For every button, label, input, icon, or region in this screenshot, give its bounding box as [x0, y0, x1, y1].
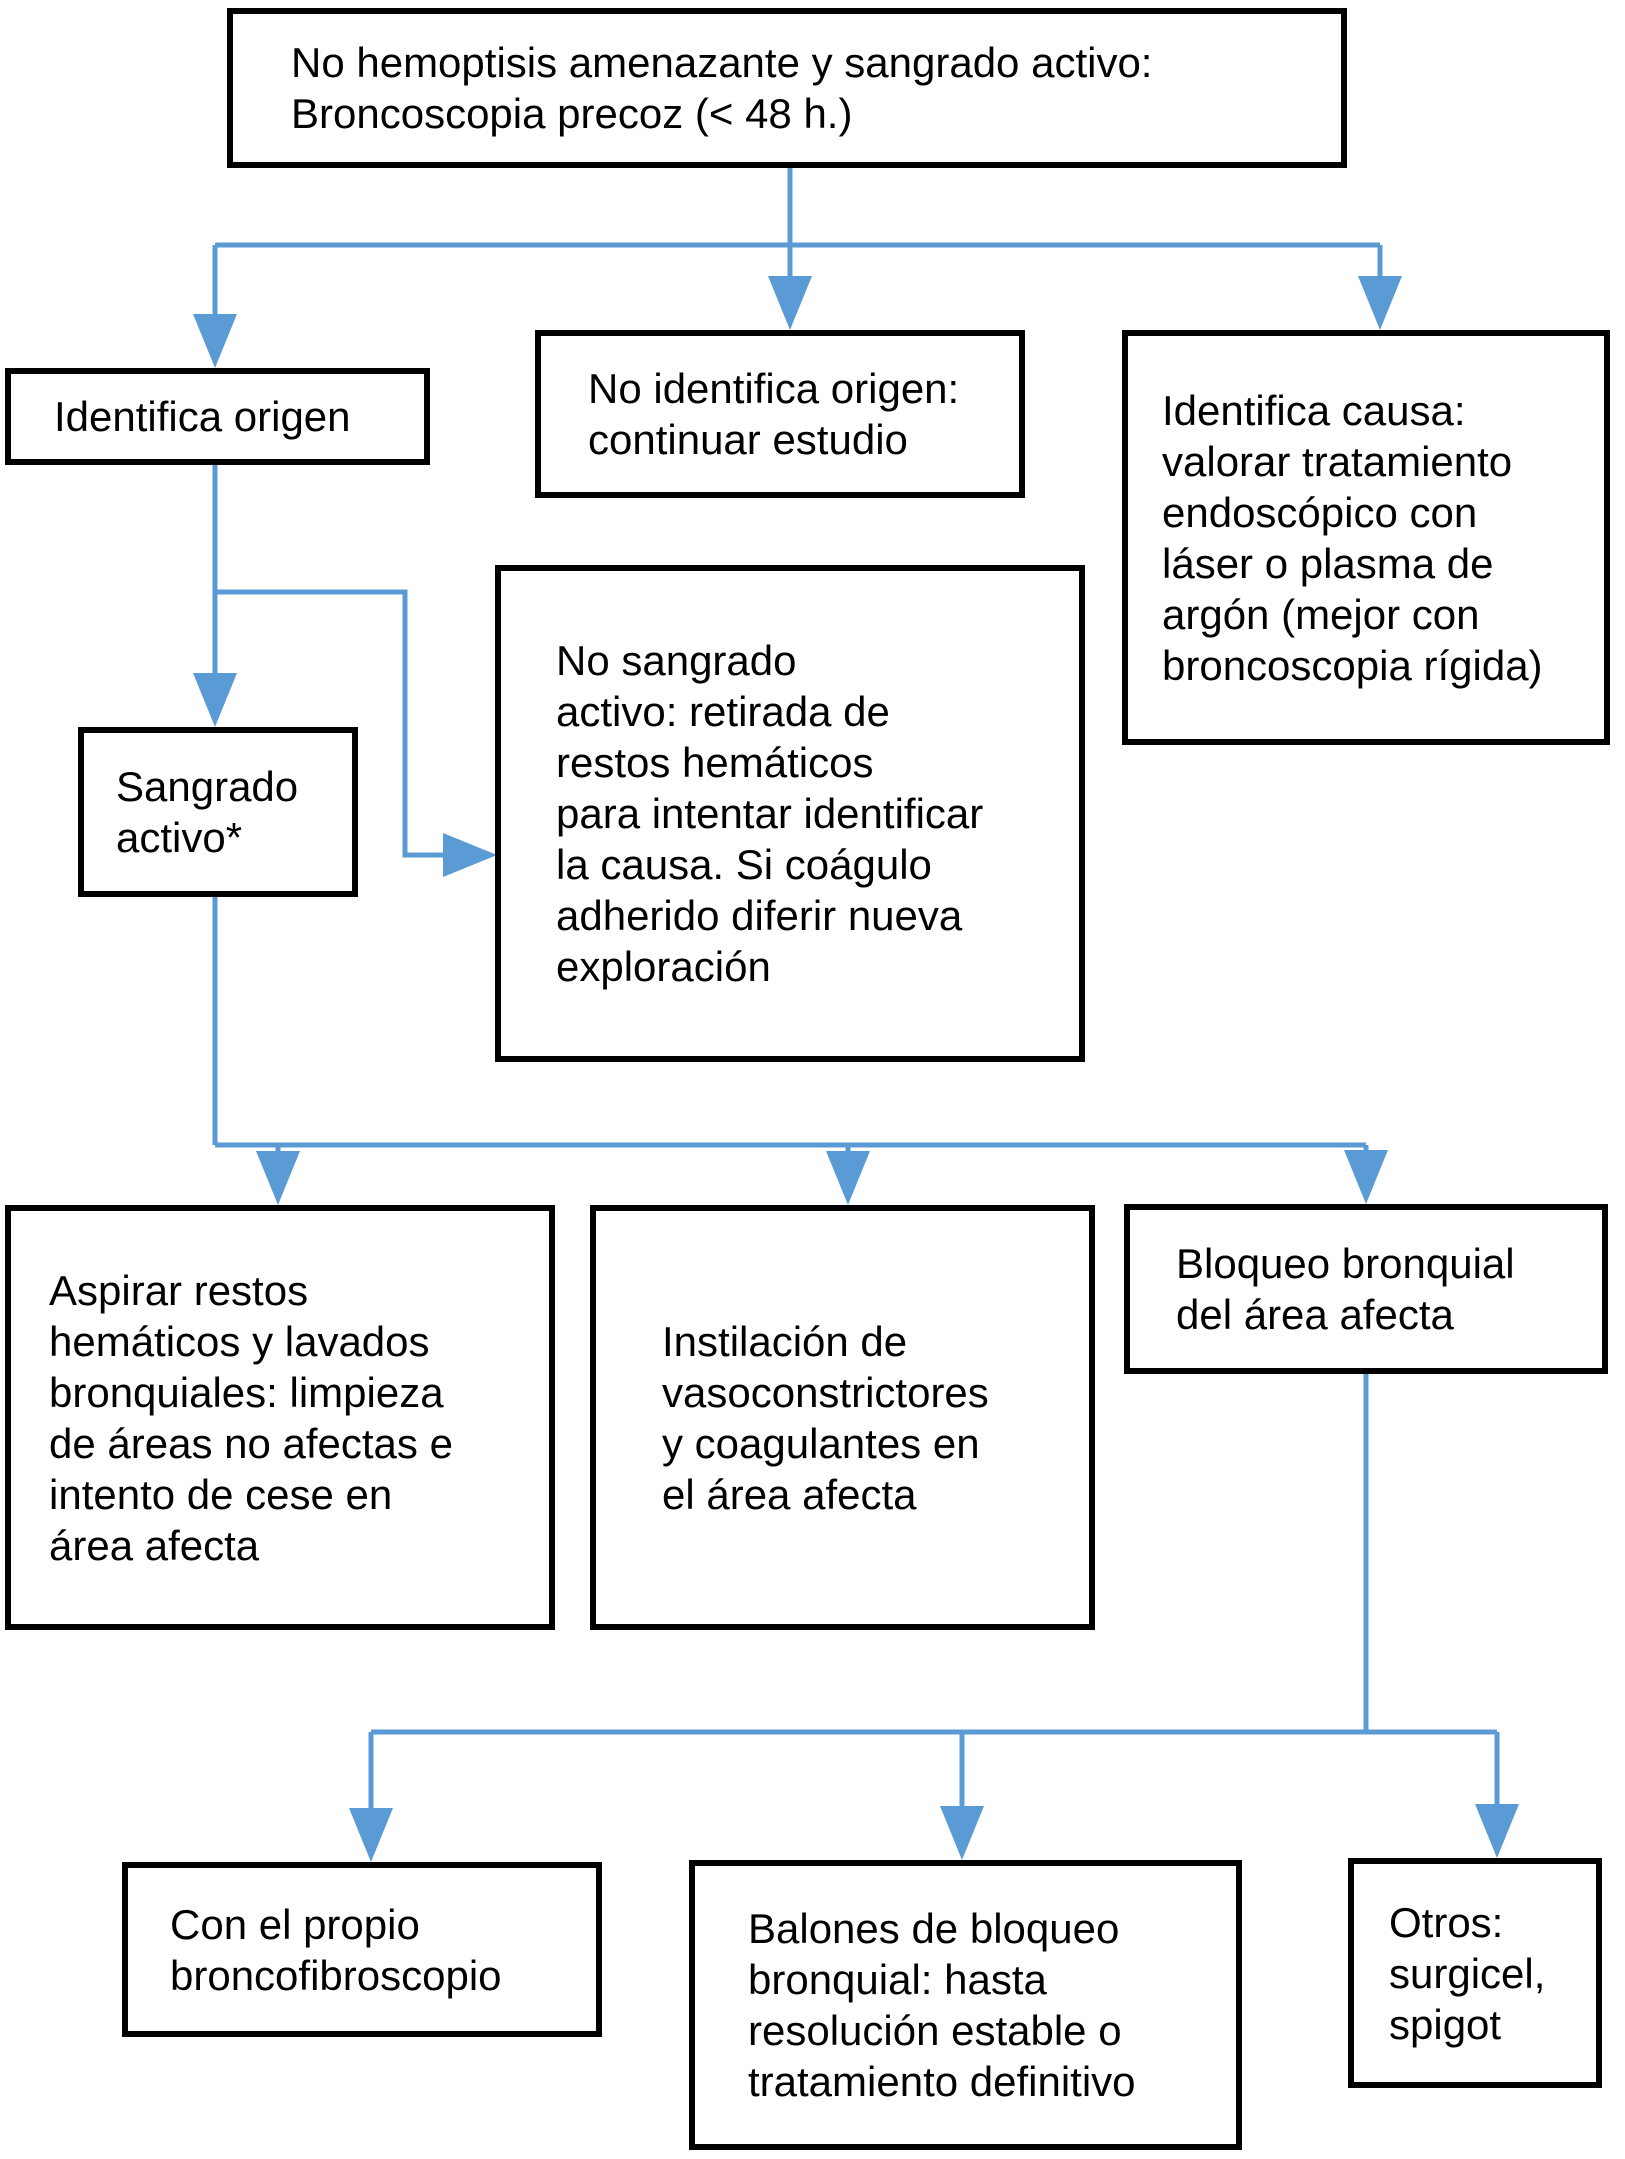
node-root-label: No hemoptisis amenazante y sangrado acti… [291, 39, 1153, 137]
node-identifica-origen: Identifica origen [5, 368, 430, 465]
node-balones-bloqueo-label: Balones de bloqueo bronquial: hasta reso… [748, 1905, 1136, 2105]
node-no-identifica-origen-label: No identifica origen: continuar estudio [588, 365, 960, 463]
node-identifica-causa: Identifica causa: valorar tratamiento en… [1122, 330, 1610, 745]
node-bloqueo-bronquial-label: Bloqueo bronquial del área afecta [1176, 1240, 1515, 1338]
node-sangrado-activo: Sangrado activo* [78, 727, 358, 897]
node-bloqueo-bronquial: Bloqueo bronquial del área afecta [1124, 1204, 1608, 1374]
node-no-identifica-origen: No identifica origen: continuar estudio [535, 330, 1025, 498]
node-instilacion: Instilación de vasoconstrictores y coagu… [590, 1205, 1095, 1630]
connector-lines [212, 168, 1500, 1812]
node-broncofibroscopio: Con el propio broncofibroscopio [122, 1862, 602, 2037]
node-otros: Otros: surgicel, spigot [1348, 1858, 1602, 2088]
node-root: No hemoptisis amenazante y sangrado acti… [227, 8, 1347, 168]
node-sangrado-activo-label: Sangrado activo* [116, 763, 299, 861]
node-instilacion-label: Instilación de vasoconstrictores y coagu… [662, 1317, 989, 1518]
node-identifica-origen-label: Identifica origen [54, 393, 351, 440]
node-aspirar-restos-label: Aspirar restos hemáticos y lavados bronq… [49, 1266, 453, 1569]
node-otros-label: Otros: surgicel, spigot [1389, 1898, 1546, 2048]
node-no-sangrado-activo: No sangrado activo: retirada de restos h… [495, 565, 1085, 1062]
node-broncofibroscopio-label: Con el propio broncofibroscopio [170, 1900, 502, 1999]
node-balones-bloqueo: Balones de bloqueo bronquial: hasta reso… [689, 1860, 1242, 2150]
node-aspirar-restos: Aspirar restos hemáticos y lavados bronq… [5, 1205, 555, 1630]
node-no-sangrado-activo-label: No sangrado activo: retirada de restos h… [556, 637, 984, 990]
node-identifica-causa-label: Identifica causa: valorar tratamiento en… [1162, 386, 1543, 689]
